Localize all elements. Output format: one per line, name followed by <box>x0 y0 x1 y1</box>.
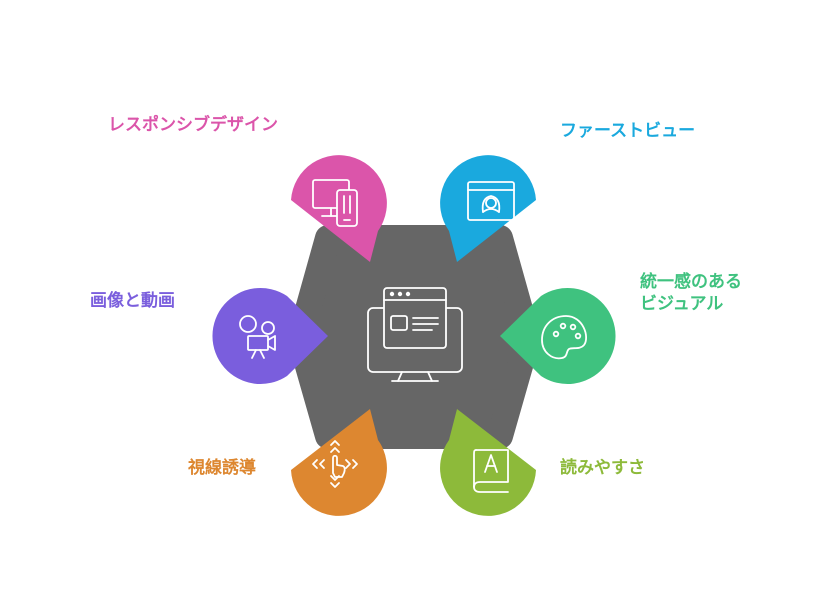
pointer-arrows-icon <box>312 440 358 488</box>
devices-icon <box>312 179 358 227</box>
label-unified-visual-line2: ビジュアル <box>640 294 724 314</box>
label-eye-guidance: 視線誘導 <box>188 458 256 478</box>
label-readability: 読みやすさ <box>560 458 645 478</box>
book-icon <box>473 449 509 493</box>
label-unified-visual-line1: 統一感のある <box>640 272 742 292</box>
label-images-and-video: 画像と動画 <box>90 291 175 311</box>
palette-icon <box>541 315 588 360</box>
teardrop-guidance <box>291 409 387 516</box>
label-first-view: ファーストビュー <box>560 121 696 141</box>
teardrop-media <box>212 288 328 385</box>
label-unified-visual: 統一感のある ビジュアル <box>640 271 742 315</box>
video-camera-icon <box>239 315 276 359</box>
computer-monitor-icon <box>367 287 463 382</box>
label-responsive-design: レスポンシブデザイン <box>108 115 278 135</box>
hero-image-icon <box>467 181 515 221</box>
